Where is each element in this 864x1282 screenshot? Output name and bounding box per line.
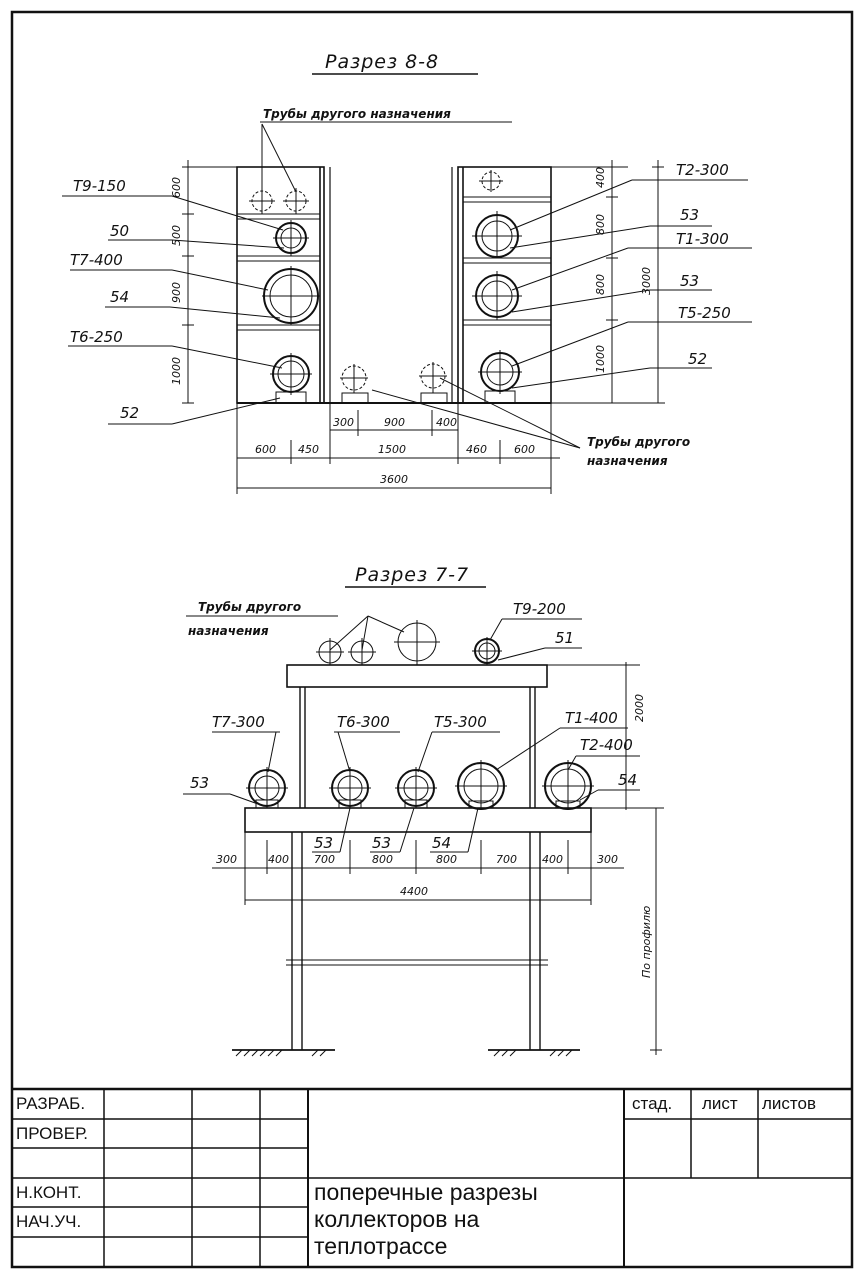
dim-7-0: 300 xyxy=(216,853,237,866)
label-53-right-a: 53 xyxy=(680,206,699,224)
section-8-note-bottom-2: назначения xyxy=(587,454,668,468)
dim-8-inner-1: 900 xyxy=(384,416,405,429)
sheets-label: листов xyxy=(762,1094,816,1113)
pipe-t2-300 xyxy=(472,211,522,258)
dim-7-5: 700 xyxy=(496,853,517,866)
label-t5-300: T5-300 xyxy=(434,713,487,731)
pipe-t1-300 xyxy=(472,271,522,320)
pipe-top-3 xyxy=(394,620,440,665)
dim-8-bottom-1: 450 xyxy=(298,443,319,456)
dim-8-inner-0: 300 xyxy=(333,416,354,429)
pipe-other-5 xyxy=(419,362,448,404)
sheet-label: лист xyxy=(702,1094,738,1113)
drawing-title-line-1: поперечные разрезы xyxy=(314,1179,538,1205)
pipe-t1-400 xyxy=(455,760,507,810)
label-t6-250: T6-250 xyxy=(70,328,123,346)
dim-7-4: 800 xyxy=(436,853,457,866)
pipe-t7-400 xyxy=(262,266,320,325)
title-block-grid xyxy=(12,1087,852,1267)
dim-8-bottom-3: 460 xyxy=(466,443,487,456)
label-54-lower: 54 xyxy=(432,834,451,852)
dim-8-inner-2: 400 xyxy=(436,416,457,429)
section-7-note-1: Трубы другого xyxy=(198,600,301,614)
pipe-other-4 xyxy=(340,364,369,404)
label-t9-200: T9-200 xyxy=(513,600,566,618)
dim-8-total-width: 3600 xyxy=(380,473,408,486)
dim-7-2: 700 xyxy=(314,853,335,866)
dim-8-rh-1: 800 xyxy=(594,214,607,235)
label-54-left: 54 xyxy=(110,288,129,306)
drawing-title-line-3: теплотрассе xyxy=(314,1233,448,1259)
label-t2-400: T2-400 xyxy=(580,736,633,754)
section-8-note-bottom-1: Трубы другого xyxy=(587,435,690,449)
label-54-right: 54 xyxy=(618,771,637,789)
norm-control-label: Н.КОНТ. xyxy=(16,1183,82,1202)
label-52-right: 52 xyxy=(688,350,707,368)
label-t7-400: T7-400 xyxy=(70,251,123,269)
pipe-t9-150 xyxy=(273,220,309,256)
sheet-frame xyxy=(10,10,854,1269)
dim-8-rh-0: 400 xyxy=(594,167,607,188)
stage-label: стад. xyxy=(632,1094,673,1113)
pipe-t6-250 xyxy=(270,353,312,404)
dim-7-6: 400 xyxy=(542,853,563,866)
pipe-t7-300 xyxy=(246,767,288,809)
dim-7-3: 800 xyxy=(372,853,393,866)
label-53-lower-b: 53 xyxy=(372,834,391,852)
profile-note: По профилю xyxy=(640,906,653,978)
pipe-other-3 xyxy=(479,170,503,192)
label-t7-300: T7-300 xyxy=(212,713,265,731)
section-7-note-2: назначения xyxy=(188,624,269,638)
dim-8-rh-2: 800 xyxy=(594,274,607,295)
label-t1-400: T1-400 xyxy=(565,709,618,727)
label-52-left: 52 xyxy=(120,404,139,422)
pipe-other-2 xyxy=(283,188,309,214)
dim-8-bottom-0: 600 xyxy=(255,443,276,456)
label-53-right-b: 53 xyxy=(680,272,699,290)
section-7-title: Разрез 7-7 xyxy=(355,564,469,586)
drawing-title: поперечные разрезы коллекторов на теплот… xyxy=(314,1179,620,1260)
section-8-8: Разрез 8-8 Трубы другого назначения xyxy=(62,51,752,494)
label-t9-150: T9-150 xyxy=(73,177,126,195)
dim-8-rh-3: 1000 xyxy=(594,345,607,373)
pipe-t9-200 xyxy=(472,637,502,665)
pipe-t6-300 xyxy=(329,767,371,809)
dim-7-1: 400 xyxy=(268,853,289,866)
label-t1-300: T1-300 xyxy=(676,230,729,248)
pipe-other-1 xyxy=(249,188,275,214)
dim-8-lh-3: 1000 xyxy=(170,357,183,385)
pipe-t5-250 xyxy=(478,350,522,404)
label-51: 51 xyxy=(555,629,574,647)
dim-8-bottom-2: 1500 xyxy=(378,443,406,456)
section-8-note-top: Трубы другого назначения xyxy=(263,107,451,121)
checked-label: ПРОВЕР. xyxy=(16,1124,88,1143)
label-t2-300: T2-300 xyxy=(676,161,729,179)
drawing-title-line-2: коллекторов на xyxy=(314,1206,480,1232)
dim-8-bottom-4: 600 xyxy=(514,443,535,456)
pipe-t2-400 xyxy=(542,760,594,810)
label-t6-300: T6-300 xyxy=(337,713,390,731)
dim-7-7: 300 xyxy=(597,853,618,866)
title-block: РАЗРАБ. ПРОВЕР. Н.КОНТ. НАЧ.УЧ. стад. ли… xyxy=(12,1089,852,1267)
dim-7-height: 2000 xyxy=(633,694,646,722)
pipe-t5-300 xyxy=(395,767,437,809)
label-53-lower-a: 53 xyxy=(314,834,333,852)
dim-7-total-width: 4400 xyxy=(400,885,428,898)
label-50: 50 xyxy=(110,222,129,240)
dim-8-lh-2: 900 xyxy=(170,282,183,303)
dim-8-lh-0: 600 xyxy=(170,177,183,198)
section-8-title: Разрез 8-8 xyxy=(325,51,439,73)
pipe-top-2 xyxy=(348,638,376,665)
dim-8-lh-1: 500 xyxy=(170,225,183,246)
section-7-7: Разрез 7-7 Трубы другого назначения T9-2… xyxy=(183,564,664,1057)
label-53-left: 53 xyxy=(190,774,209,792)
label-t5-250: T5-250 xyxy=(678,304,731,322)
developed-label: РАЗРАБ. xyxy=(16,1094,86,1113)
dim-8-total-height: 3000 xyxy=(640,267,653,295)
head-label: НАЧ.УЧ. xyxy=(16,1212,82,1231)
pipe-top-1 xyxy=(316,638,344,665)
